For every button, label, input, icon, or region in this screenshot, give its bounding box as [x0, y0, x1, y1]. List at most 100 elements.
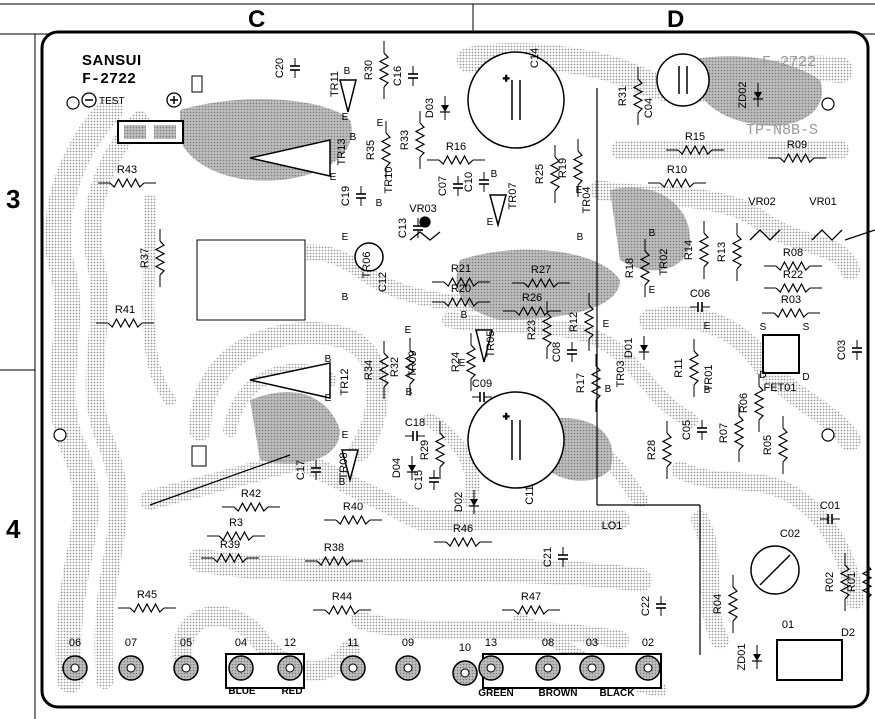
pad-label: 07 [125, 637, 137, 649]
component-r46: R46 [434, 523, 492, 548]
component-c13: C13 [397, 218, 423, 238]
pin-letter: E [405, 325, 412, 336]
component-label: R23 [526, 320, 538, 340]
component-r25: R25 [534, 145, 561, 203]
component-r39: R39 [201, 539, 259, 564]
component-r37: R37 [139, 229, 166, 287]
component-label: R03 [781, 294, 801, 306]
component-label: C14 [529, 48, 541, 68]
component-label: D01 [623, 338, 635, 358]
component-r27: R27 [512, 264, 570, 289]
board-stamp: TP-N8B-S [746, 122, 818, 139]
pin-letter: E [487, 217, 494, 228]
component-tr04: TR04 [581, 187, 593, 214]
wire-color-label: BLACK [600, 688, 636, 699]
component-label: R3 [229, 517, 243, 529]
pad-label: 02 [642, 637, 654, 649]
pad-label: 03 [586, 637, 598, 649]
grid-column-c: C [248, 6, 265, 33]
component-label: FET01 [763, 382, 796, 394]
component-label: R44 [332, 591, 352, 603]
pin-letter: B [339, 477, 346, 488]
component-label: C16 [392, 66, 404, 86]
component-label: R20 [451, 283, 471, 295]
component-label: R16 [446, 141, 466, 153]
pin-letter: B [376, 198, 383, 209]
component-label: R43 [117, 164, 137, 176]
component-label: R07 [718, 423, 730, 443]
component-label: R34 [363, 360, 375, 380]
pin-letter: B [461, 310, 468, 321]
component-c05: C05 [681, 420, 707, 440]
component-r08: R08 [764, 247, 822, 272]
component-c14: C14 [529, 48, 541, 68]
pin-letter: E [325, 393, 332, 404]
component-r29: R29 [419, 421, 446, 479]
component-label: R37 [139, 248, 151, 268]
component-label: R14 [683, 240, 695, 260]
component-c12: C12 [377, 272, 389, 292]
component-label: TR11 [329, 71, 341, 97]
pin-letter: B [605, 384, 612, 395]
component-tr03: TR03 [615, 361, 627, 388]
component-r17: R17 [575, 354, 602, 412]
component-label: C08 [551, 342, 563, 362]
component-c10: C10 [463, 172, 489, 192]
component-label: R12 [568, 312, 580, 332]
pin-letter: B [350, 132, 357, 143]
component-r01: R01 [846, 553, 873, 611]
component-tr09: TR09 [407, 351, 419, 378]
pin-letter: E [603, 319, 610, 330]
component-label: C13 [397, 218, 409, 238]
component-label: R26 [522, 292, 542, 304]
component-label: C18 [405, 417, 425, 429]
component-label: D02 [453, 492, 465, 512]
component-r12: R12 [568, 293, 595, 351]
pad-08: 08 [535, 637, 561, 681]
component-r09: R09 [768, 139, 826, 164]
component-lo1: LO1 [602, 520, 623, 532]
component-d03: D03 [424, 96, 450, 120]
pad-label: 12 [284, 637, 296, 649]
component-label: C03 [836, 340, 848, 360]
component-r05: R05 [762, 416, 789, 474]
pad-01: 01 [782, 619, 794, 631]
component-label: R47 [521, 591, 541, 603]
pad-12: 12 [277, 637, 303, 681]
component-label: R40 [343, 501, 363, 513]
component-label: TR08 [338, 453, 350, 480]
trimmer-pots [409, 216, 843, 241]
wire-color-label: RED [281, 686, 302, 697]
component-label: VR03 [409, 203, 437, 215]
pin-letter: B [406, 387, 413, 398]
pin-letter: E [704, 321, 711, 332]
test-pad [124, 125, 146, 139]
component-label: TR07 [507, 183, 519, 210]
component-r21: R21 [432, 263, 490, 288]
grid-column-d: D [667, 6, 684, 33]
component-label: C15 [413, 470, 425, 490]
pad-04: 04 [228, 637, 254, 681]
component-tr06: TR06 [361, 252, 373, 279]
component-label: R17 [575, 373, 587, 393]
component-r04: R04 [712, 575, 739, 633]
pad-label: 09 [402, 637, 414, 649]
component-label: C02 [780, 528, 800, 540]
component-label: TR10 [383, 167, 395, 194]
pad-label: 11 [347, 637, 358, 649]
component-label: C21 [542, 547, 554, 567]
component-tr13: TR13 [336, 139, 348, 166]
component-label: D04 [391, 458, 403, 478]
component-label: C19 [340, 186, 352, 206]
pin-letter: D [759, 370, 766, 381]
test-pad [154, 125, 176, 139]
component-d02: D02 [453, 490, 479, 514]
component-c03: C03 [836, 340, 862, 360]
svg-text:+: + [503, 73, 509, 85]
component-tr08: TR08 [338, 453, 350, 480]
grid-row-3: 3 [6, 184, 20, 214]
component-r10: R10 [648, 164, 706, 189]
component-label: R21 [451, 263, 471, 275]
component-label: R29 [419, 440, 431, 460]
